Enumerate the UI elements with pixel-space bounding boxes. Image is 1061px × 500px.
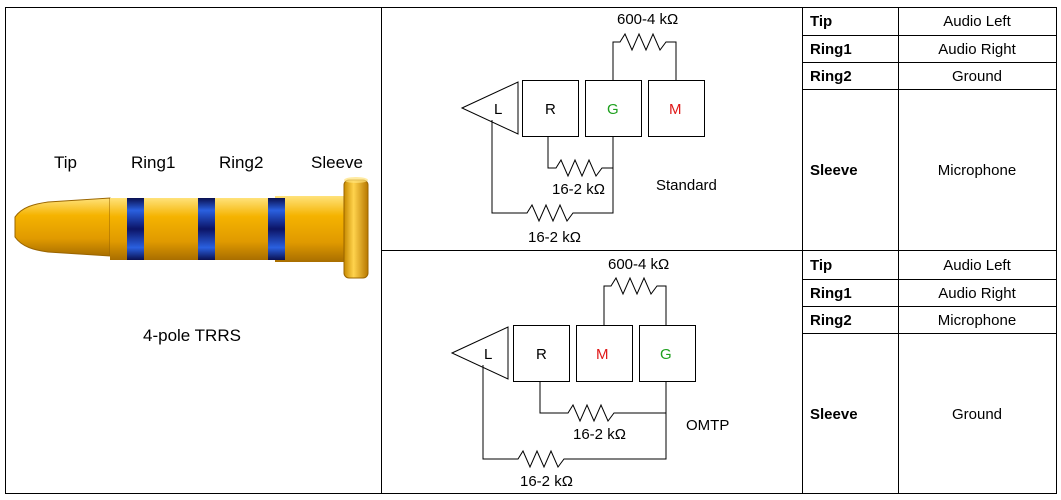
omtp-pin-sleeve: Sleeve — [810, 406, 858, 423]
omtp-pin-tip: Tip — [810, 257, 832, 274]
standard-box-m-label: M — [669, 101, 682, 118]
omtp-resistor-top — [603, 276, 667, 325]
standard-resistor-top — [612, 32, 677, 80]
omtp-box-r — [513, 325, 570, 382]
omtp-box-g — [639, 325, 696, 382]
standard-box-m — [648, 80, 705, 137]
standard-func-sleeve: Microphone — [938, 162, 1016, 179]
omtp-name: OMTP — [686, 417, 729, 434]
omtp-box-m-label: M — [596, 346, 609, 363]
standard-func-tip: Audio Left — [943, 13, 1011, 30]
omtp-resistor-bottom — [482, 365, 667, 469]
label-tip: Tip — [54, 153, 77, 172]
standard-box-r-label: R — [545, 101, 556, 118]
label-sleeve: Sleeve — [311, 153, 363, 172]
omtp-box-g-label: G — [660, 346, 672, 363]
omtp-tip-label: L — [484, 346, 492, 363]
omtp-tip-triangle — [450, 326, 509, 380]
omtp-resistor-mid — [539, 381, 667, 423]
standard-pin-sleeve: Sleeve — [810, 162, 858, 179]
plug-sleeve — [275, 196, 347, 262]
omtp-circuit — [450, 276, 696, 469]
standard-tip-triangle — [460, 81, 519, 135]
omtp-resistor-bottom-label: 16-2 kΩ — [520, 473, 573, 490]
standard-box-g-label: G — [607, 101, 619, 118]
omtp-resistor-mid-label: 16-2 kΩ — [573, 426, 626, 443]
standard-pinout-table: Tip Audio Left Ring1 Audio Right Ring2 G… — [810, 13, 1017, 179]
insulator-band-3 — [268, 198, 285, 260]
insulator-band-1 — [127, 198, 144, 260]
plug-ring1 — [110, 198, 200, 260]
standard-resistor-bottom — [491, 120, 614, 223]
omtp-func-ring2: Microphone — [938, 312, 1016, 329]
standard-pin-tip: Tip — [810, 13, 832, 30]
standard-tip-label: L — [494, 101, 502, 118]
standard-pin-ring2: Ring2 — [810, 68, 852, 85]
standard-pin-ring1: Ring1 — [810, 41, 852, 58]
standard-func-ring2: Ground — [952, 68, 1002, 85]
plug-caption: 4-pole TRRS — [143, 326, 241, 345]
omtp-pinout-table: Tip Audio Left Ring1 Audio Right Ring2 M… — [810, 257, 1017, 423]
omtp-pin-ring1: Ring1 — [810, 285, 852, 302]
standard-circuit — [460, 32, 705, 223]
omtp-func-ring1: Audio Right — [938, 285, 1016, 302]
insulator-band-2 — [198, 198, 215, 260]
omtp-func-tip: Audio Left — [943, 257, 1011, 274]
omtp-pin-ring2: Ring2 — [810, 312, 852, 329]
label-ring1: Ring1 — [131, 153, 175, 172]
standard-resistor-top-label: 600-4 kΩ — [617, 11, 678, 28]
label-ring2: Ring2 — [219, 153, 263, 172]
plug-tip — [14, 197, 111, 257]
omtp-box-m — [576, 325, 633, 382]
omtp-func-sleeve: Ground — [952, 406, 1002, 423]
standard-resistor-mid — [547, 136, 614, 178]
plug-collar — [343, 179, 369, 279]
plug-labels: Tip Ring1 Ring2 Sleeve 4-pole TRRS — [54, 153, 363, 345]
standard-texts: L R G M 600-4 kΩ 16-2 kΩ 16-2 kΩ Standar… — [494, 11, 717, 246]
standard-box-g — [585, 80, 642, 137]
trrs-plug-illustration — [14, 177, 369, 279]
table-grid — [5, 7, 1057, 494]
standard-box-r — [522, 80, 579, 137]
omtp-texts: L R M G 600-4 kΩ 16-2 kΩ 16-2 kΩ OMTP — [484, 256, 729, 490]
omtp-resistor-top-label: 600-4 kΩ — [608, 256, 669, 273]
standard-name: Standard — [656, 177, 717, 194]
omtp-box-r-label: R — [536, 346, 547, 363]
standard-func-ring1: Audio Right — [938, 41, 1016, 58]
standard-resistor-mid-label: 16-2 kΩ — [552, 181, 605, 198]
standard-resistor-bottom-label: 16-2 kΩ — [528, 229, 581, 246]
